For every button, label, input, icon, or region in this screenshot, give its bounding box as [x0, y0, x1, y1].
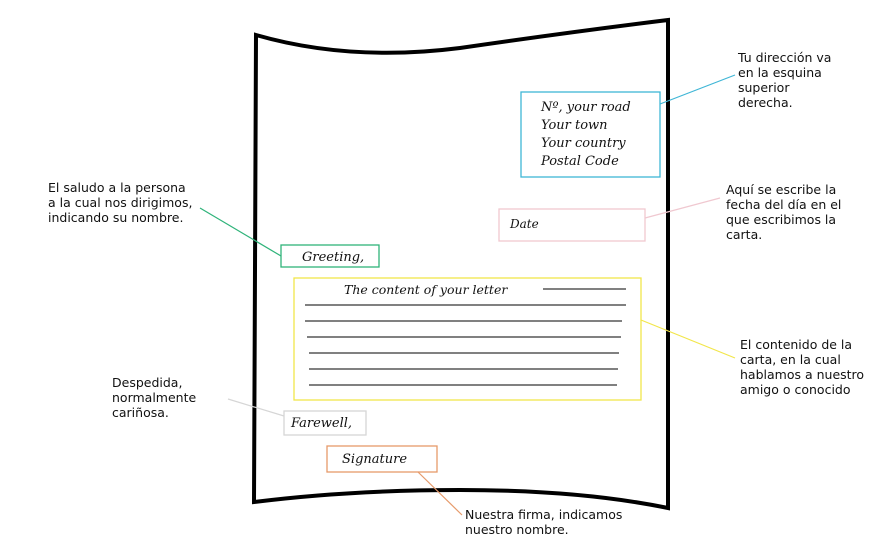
address-line-1: Nº, your road: [540, 100, 631, 115]
annotation-content: El contenido de la carta, en la cual hab…: [740, 337, 864, 397]
annotation-farewell-line: normalmente: [112, 390, 197, 405]
date-connector: [644, 197, 721, 219]
annotation-content-line: carta, en la cual: [740, 352, 841, 367]
annotation-signature: Nuestra firma, indicamos nuestro nombre.: [465, 507, 622, 537]
farewell-connector: [227, 398, 285, 417]
address-connector: [659, 74, 736, 105]
annotation-address: Tu dirección va en la esquina superior d…: [738, 50, 831, 110]
annotation-greeting-line: a la cual nos dirigimos,: [48, 195, 193, 210]
date-text: Date: [509, 217, 539, 231]
content-connector: [640, 319, 736, 359]
date-box: [498, 208, 646, 242]
annotation-address-line: derecha.: [738, 95, 793, 110]
address-box: [520, 91, 661, 178]
annotation-content-line: hablamos a nuestro: [740, 367, 865, 382]
signature-text: Signature: [342, 452, 407, 467]
annotation-greeting-line: El saludo a la persona: [48, 180, 186, 195]
annotation-date-line: que escribimos la: [726, 212, 837, 227]
content-title: The content of your letter: [344, 282, 508, 297]
annotation-address-line: Tu dirección va: [738, 50, 832, 65]
annotation-greeting: El saludo a la persona a la cual nos dir…: [48, 180, 192, 225]
letter-sheet-outline: [251, 17, 670, 511]
annotation-content-line: amigo o conocido: [740, 382, 851, 397]
annotation-content-line: El contenido de la: [740, 337, 853, 352]
annotation-date-line: Aquí se escribe la: [726, 182, 837, 197]
greeting-text: Greeting,: [302, 250, 364, 265]
address-line-4: Postal Code: [540, 154, 619, 169]
annotation-greeting-line: indicando su nombre.: [48, 210, 184, 225]
signature-box: [326, 445, 438, 473]
annotation-date-line: carta.: [726, 227, 763, 242]
address-line-3: Your country: [541, 136, 626, 151]
annotation-farewell-line: Despedida,: [112, 375, 183, 390]
annotation-farewell-line: cariñosa.: [112, 405, 169, 420]
annotation-address-line: superior: [738, 80, 790, 95]
farewell-text: Farewell,: [290, 416, 352, 431]
annotation-signature-line: Nuestra firma, indicamos: [465, 507, 623, 522]
content-box: [293, 277, 642, 401]
annotation-signature-line: nuestro nombre.: [465, 522, 569, 537]
signature-connector: [417, 471, 463, 516]
farewell-box: [283, 410, 367, 436]
annotation-address-line: en la esquina: [738, 65, 822, 80]
address-line-2: Your town: [541, 118, 608, 133]
greeting-connector: [199, 207, 282, 257]
annotation-farewell: Despedida, normalmente cariñosa.: [112, 375, 196, 420]
annotation-date: Aquí se escribe la fecha del día en el q…: [726, 182, 841, 242]
annotation-date-line: fecha del día en el: [726, 197, 842, 212]
